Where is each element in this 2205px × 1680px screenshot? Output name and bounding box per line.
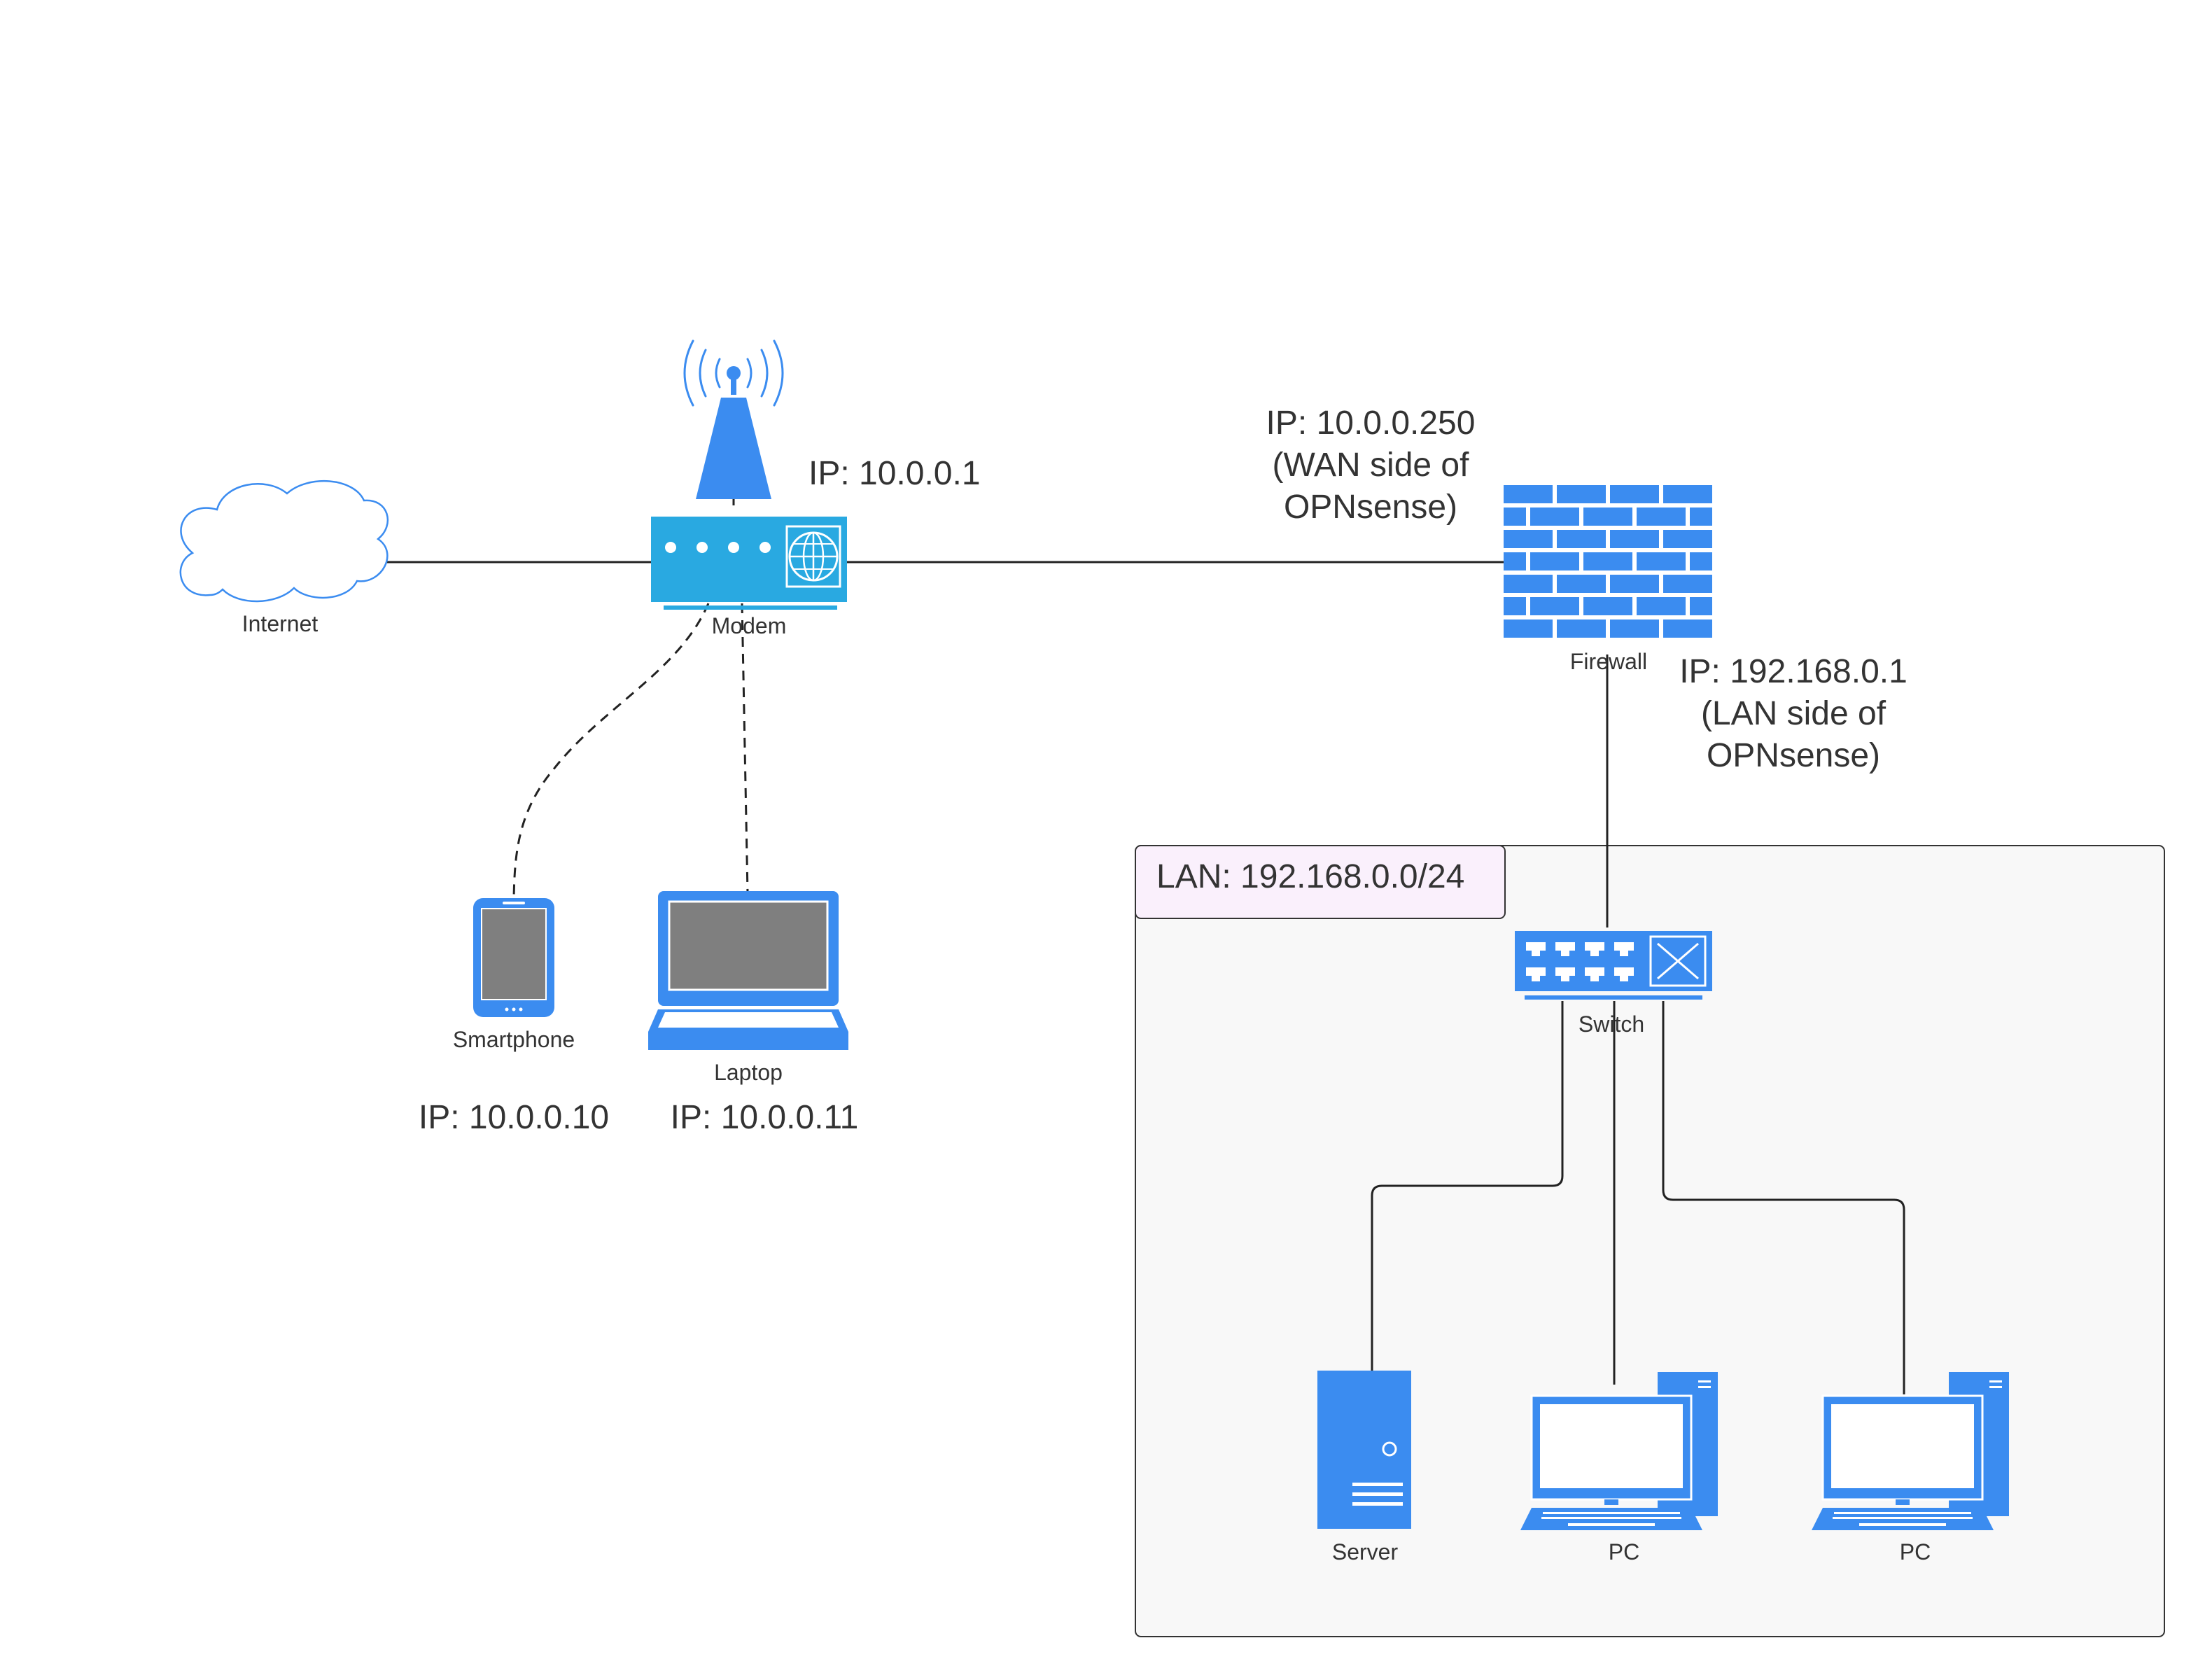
server-icon	[1317, 1371, 1411, 1529]
svg-text:IP: 10.0.0.250: IP: 10.0.0.250	[1266, 405, 1476, 442]
switch-label: Switch	[1578, 1011, 1644, 1037]
laptop-node[interactable]: Laptop IP: 10.0.0.11	[648, 891, 858, 1136]
svg-text:(LAN side of: (LAN side of	[1701, 695, 1886, 732]
smartphone-label: Smartphone	[453, 1027, 575, 1052]
connections	[382, 490, 1905, 1394]
svg-text:OPNsense): OPNsense)	[1707, 737, 1880, 774]
laptop-label: Laptop	[714, 1060, 783, 1085]
pc2-node[interactable]: PC	[1812, 1372, 2009, 1564]
firewall-node[interactable]: Firewall IP: 10.0.0.250 (WAN side of OPN…	[1266, 405, 1907, 774]
laptop-icon	[648, 891, 848, 1050]
smartphone-node[interactable]: Smartphone IP: 10.0.0.10	[419, 898, 609, 1136]
firewall-wan-ip: IP: 10.0.0.250 (WAN side of OPNsense)	[1266, 405, 1476, 526]
link-modem-laptop	[741, 603, 749, 893]
pc1-icon	[1520, 1372, 1718, 1530]
antenna-icon	[683, 340, 784, 499]
server-node[interactable]: Server	[1317, 1371, 1411, 1564]
pc1-node[interactable]: PC	[1520, 1372, 1718, 1564]
switch-icon	[1515, 931, 1712, 1000]
firewall-label: Firewall	[1570, 649, 1647, 674]
smartphone-icon	[473, 898, 554, 1017]
modem-node[interactable]: Modem IP: 10.0.0.1	[651, 340, 981, 638]
server-label: Server	[1332, 1539, 1399, 1564]
cloud-icon	[179, 480, 389, 603]
internet-node[interactable]: Internet	[179, 480, 389, 636]
svg-text:IP: 192.168.0.1: IP: 192.168.0.1	[1679, 653, 1907, 690]
internet-label: Internet	[242, 611, 318, 636]
pc2-icon	[1812, 1372, 2009, 1530]
link-switch-server	[1371, 1001, 1564, 1372]
firewall-lan-ip: IP: 192.168.0.1 (LAN side of OPNsense)	[1679, 653, 1907, 774]
pc1-label: PC	[1609, 1539, 1639, 1564]
svg-text:(WAN side of: (WAN side of	[1273, 447, 1470, 484]
modem-icon	[651, 517, 847, 610]
smartphone-ip: IP: 10.0.0.10	[419, 1099, 609, 1136]
switch-node[interactable]: Switch	[1515, 931, 1712, 1037]
firewall-icon	[1504, 485, 1712, 638]
laptop-ip: IP: 10.0.0.11	[671, 1099, 859, 1136]
link-switch-pc2	[1662, 1001, 1905, 1394]
modem-ip: IP: 10.0.0.1	[808, 455, 981, 492]
lan-group-label: LAN: 192.168.0.0/24	[1135, 845, 1506, 919]
modem-label: Modem	[712, 613, 787, 638]
svg-text:OPNsense): OPNsense)	[1284, 489, 1457, 526]
lan-group-label-text: LAN: 192.168.0.0/24	[1156, 858, 1464, 895]
link-modem-smartphone	[512, 603, 710, 900]
pc2-label: PC	[1900, 1539, 1931, 1564]
